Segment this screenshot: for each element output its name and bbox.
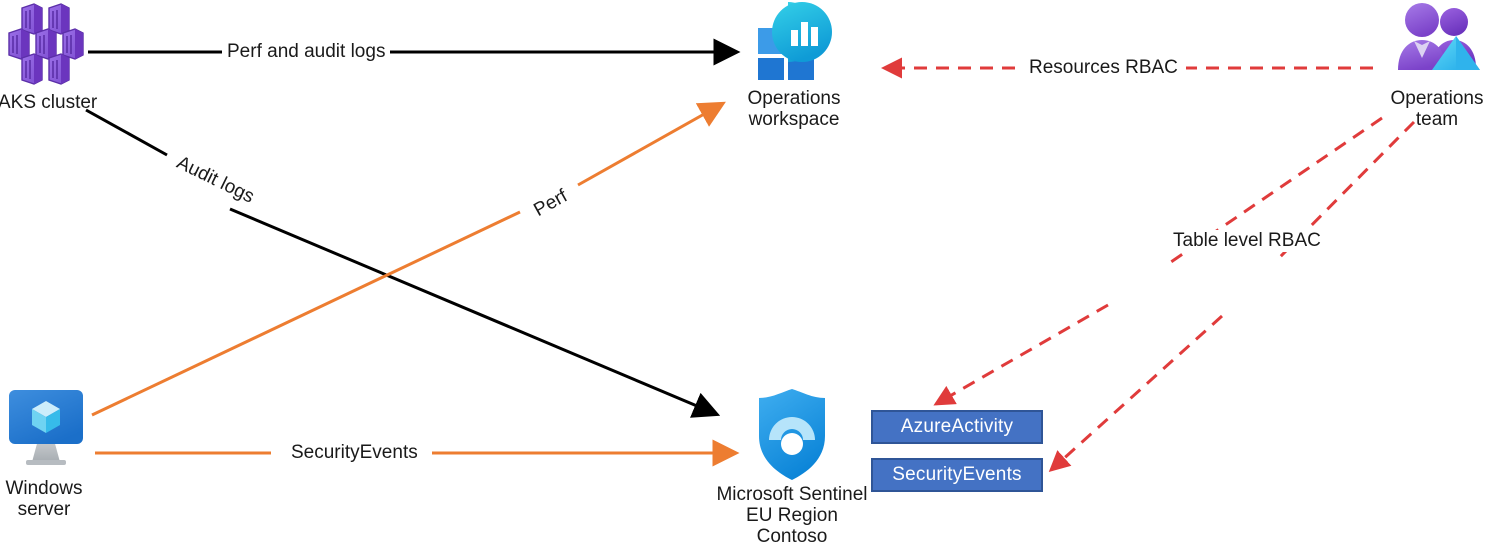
node-label-microsoft-sentinel: Microsoft Sentinel EU Region Contoso [716,484,868,547]
edge-table-level-rbac-securityevents [1048,120,1416,473]
node-label-aks-cluster: AKS cluster [0,92,98,113]
edge-label-perf-and-audit-logs: Perf and audit logs [222,41,391,63]
microsoft-sentinel-shield-icon [754,388,830,487]
edge-audit-logs [85,108,721,418]
operations-team-icon [1394,0,1486,89]
aks-cluster-icon [8,2,96,91]
table-box-azureactivity[interactable]: AzureActivity [871,410,1043,444]
edge-label-table-level-rbac: Table level RBAC [1168,230,1326,252]
node-label-operations-team: Operations team [1390,88,1484,130]
log-analytics-workspace-icon [750,0,838,89]
edge-perf [91,101,726,417]
table-box-securityevents[interactable]: SecurityEvents [871,458,1043,492]
edge-label-security-events: SecurityEvents [286,442,423,464]
node-label-windows-server: Windows server [5,478,83,520]
edge-label-resources-rbac: Resources RBAC [1024,57,1183,79]
edge-table-level-rbac-azureactivity [933,116,1383,406]
node-label-operations-workspace: Operations workspace [747,88,841,130]
windows-server-icon [6,388,86,479]
